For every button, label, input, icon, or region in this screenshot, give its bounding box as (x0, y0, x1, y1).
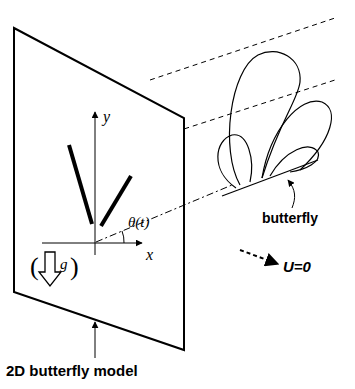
y-axis (95, 112, 96, 255)
bracket: ( (30, 252, 39, 282)
butterfly-wing (270, 147, 319, 176)
gravity-label: g (60, 256, 68, 273)
butterfly-sketch (218, 52, 332, 196)
flow-label: U=0 (283, 258, 311, 275)
flow-arrow (240, 250, 278, 264)
angle-label: θ(t) (128, 214, 150, 231)
body-axis (96, 185, 232, 242)
projection-plane (14, 28, 184, 350)
leader-line (288, 180, 295, 208)
wing (69, 145, 92, 224)
butterfly-wing (218, 135, 252, 188)
wing (101, 176, 131, 226)
part-label: butterfly (262, 210, 318, 226)
axis-label: x (146, 246, 153, 264)
projection-line (150, 18, 335, 80)
x-axis (42, 243, 142, 244)
bracket: ) (70, 252, 79, 282)
gravity-arrow (39, 252, 61, 286)
angle-arc (122, 231, 124, 243)
leader-line (95, 322, 96, 358)
butterfly-wing (262, 101, 331, 178)
axis-label: y (103, 108, 110, 126)
figure-label: 2D butterfly model (6, 362, 138, 379)
